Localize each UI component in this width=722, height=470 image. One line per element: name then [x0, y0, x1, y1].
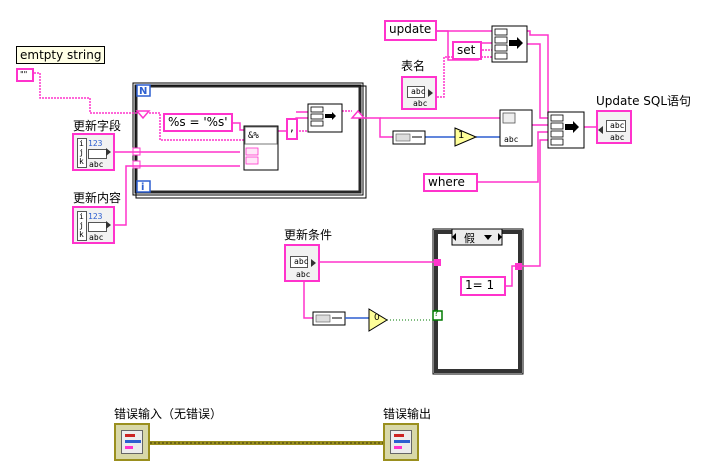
delete-from-string-node[interactable]: abc	[499, 109, 533, 147]
update-sql-label: Update SQL语句	[596, 94, 692, 108]
svg-text:&%: &%	[248, 131, 259, 141]
set-constant[interactable]: set	[452, 41, 482, 60]
numeric-one-constant: 1	[458, 130, 465, 141]
svg-text:abc: abc	[504, 135, 519, 144]
loop-iteration-letter: i	[141, 182, 144, 193]
string-length-node-2[interactable]	[312, 311, 369, 326]
string-length-node-1[interactable]	[392, 130, 426, 145]
for-loop[interactable]: N i	[132, 82, 367, 199]
shift-register-left	[135, 110, 151, 120]
shift-register-right	[350, 109, 366, 119]
decrement-node[interactable]	[454, 127, 478, 147]
case-output-tunnel	[515, 263, 522, 270]
update-condition-control[interactable]: abc abc	[284, 244, 320, 282]
loop-count-terminal	[136, 84, 151, 97]
greater-than-zero-node[interactable]	[368, 308, 388, 332]
update-condition-label: 更新条件	[284, 228, 333, 242]
update-constant[interactable]: update	[384, 20, 437, 41]
tunnel-content	[132, 160, 141, 169]
table-name-label: 表名	[401, 59, 426, 73]
one-equals-one-constant[interactable]: 1= 1	[460, 276, 506, 296]
empty-string-constant[interactable]: ""	[16, 68, 34, 82]
empty-string-label: emtpty string	[16, 46, 106, 64]
update-content-label: 更新内容	[73, 191, 122, 205]
case-selector-label	[451, 228, 503, 246]
table-name-control[interactable]: abc abc	[401, 76, 437, 110]
format-into-string-node[interactable]: &%	[243, 125, 279, 171]
zero-glyph: 0	[374, 313, 380, 323]
case-selector-terminal	[432, 310, 443, 321]
loop-count-letter: N	[139, 86, 147, 97]
where-constant[interactable]: where	[423, 173, 478, 192]
comma-constant[interactable]: ,	[286, 118, 298, 140]
update-sql-indicator: abc abc	[596, 110, 632, 144]
error-out-indicator	[383, 423, 419, 461]
concatenate-strings-node[interactable]	[307, 103, 343, 133]
case-input-tunnel	[434, 259, 441, 266]
update-field-label: 更新字段	[73, 119, 122, 133]
error-in-label: 错误输入（无错误）	[114, 407, 223, 421]
update-field-control[interactable]: i j k 123 abc	[72, 133, 115, 171]
error-out-label: 错误输出	[383, 407, 432, 421]
error-in-control[interactable]	[114, 423, 150, 461]
case-selector-glyph: ?	[434, 309, 439, 319]
concatenate-header-node[interactable]	[491, 25, 528, 63]
case-selector-value[interactable]: 假	[464, 232, 475, 245]
concatenate-sql-node[interactable]	[547, 111, 585, 149]
update-content-control[interactable]: i j k 123 abc	[72, 206, 115, 244]
format-string-constant[interactable]: %s = '%s'	[163, 113, 233, 132]
case-structure[interactable]	[432, 228, 524, 375]
loop-iteration-terminal	[136, 180, 151, 193]
